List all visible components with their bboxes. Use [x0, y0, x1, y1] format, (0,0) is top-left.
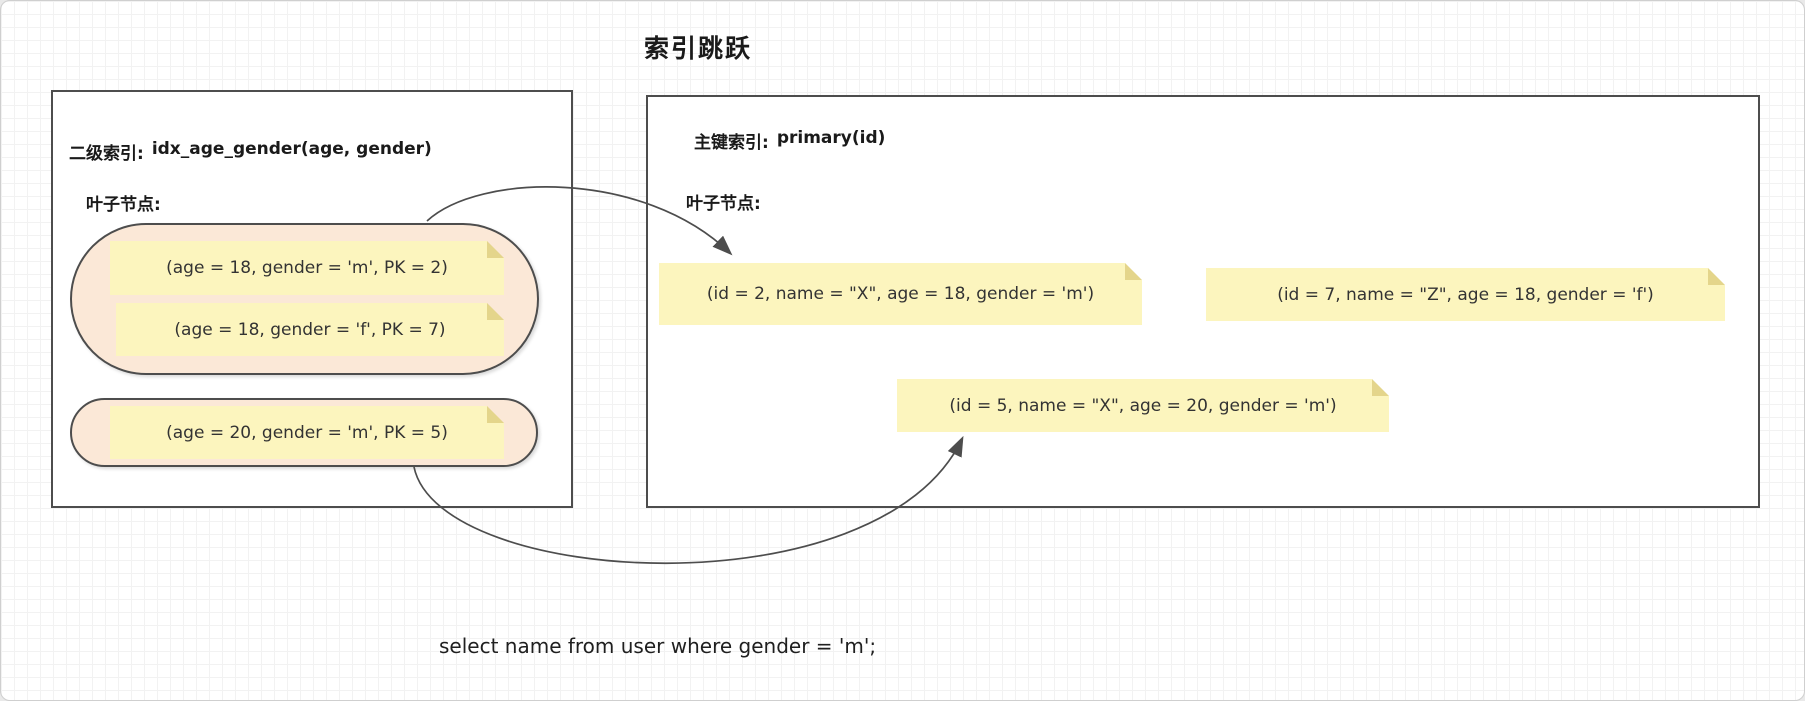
secondary-leaf-label: 叶子节点:: [86, 195, 161, 215]
primary-leaf-note: (id = 2, name = "X", age = 18, gender = …: [659, 263, 1142, 325]
secondary-leaf-note: (age = 20, gender = 'm', PK = 5): [110, 406, 504, 459]
diagram-title: 索引跳跃: [643, 34, 752, 63]
secondary-leaf-note: (age = 18, gender = 'm', PK = 2): [110, 241, 504, 295]
secondary-index-title: 二级索引: idx_age_gender(age, gender): [69, 139, 432, 164]
sql-query-text: select name from user where gender = 'm'…: [439, 634, 877, 658]
primary-leaf-label: 叶子节点:: [686, 194, 761, 214]
primary-index-title-name: primary(id): [776, 128, 886, 148]
secondary-leaf-note: (age = 18, gender = 'f', PK = 7): [116, 303, 504, 356]
primary-leaf-note: (id = 7, name = "Z", age = 18, gender = …: [1206, 268, 1725, 321]
secondary-index-title-name: idx_age_gender(age, gender): [151, 139, 432, 159]
primary-index-title: 主键索引: primary(id): [694, 128, 885, 153]
primary-index-title-prefix: 主键索引:: [694, 133, 769, 153]
secondary-index-title-prefix: 二级索引:: [69, 144, 144, 164]
primary-leaf-note: (id = 5, name = "X", age = 20, gender = …: [897, 379, 1389, 432]
